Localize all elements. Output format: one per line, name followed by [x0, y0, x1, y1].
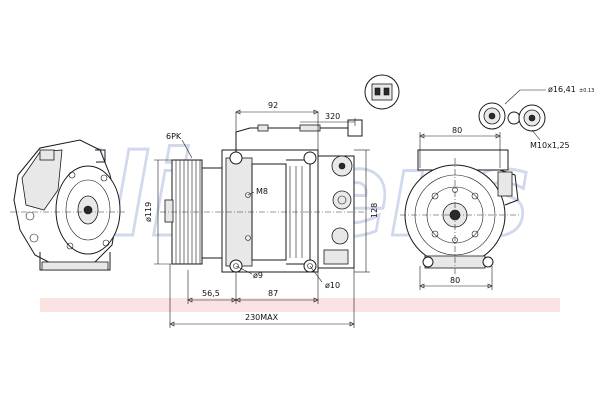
dim-92: 92: [268, 101, 278, 110]
dim-1641: ø16,41: [548, 85, 576, 94]
dim-80-bottom: 80: [450, 276, 460, 285]
connector-detail: [364, 74, 400, 110]
dim-128: 128: [370, 203, 379, 218]
dim-10: ø10: [325, 281, 340, 290]
dimension-labels: 92 320 80 6PK ø119 128 M8 ø9 ø10 56,5 87…: [144, 85, 594, 322]
fitting-detail: [478, 102, 546, 132]
dim-320: 320: [325, 112, 340, 121]
dim-1641-tol: ±0.13: [579, 88, 594, 94]
dim-87: 87: [268, 289, 278, 298]
dimension-lines: [154, 89, 546, 328]
dim-56: 56,5: [202, 289, 220, 298]
dim-9: ø9: [253, 271, 263, 280]
dim-6pk: 6PK: [166, 132, 182, 141]
dim-80-top: 80: [452, 126, 462, 135]
compressor-isometric-view: [10, 139, 125, 271]
dim-m8: M8: [256, 187, 268, 196]
dim-m10: M10x1,25: [530, 141, 570, 150]
compressor-side-view: [160, 119, 365, 273]
dim-119: ø119: [144, 202, 153, 222]
dim-230: 230MAX: [245, 313, 279, 322]
compressor-front-view: [400, 149, 520, 275]
